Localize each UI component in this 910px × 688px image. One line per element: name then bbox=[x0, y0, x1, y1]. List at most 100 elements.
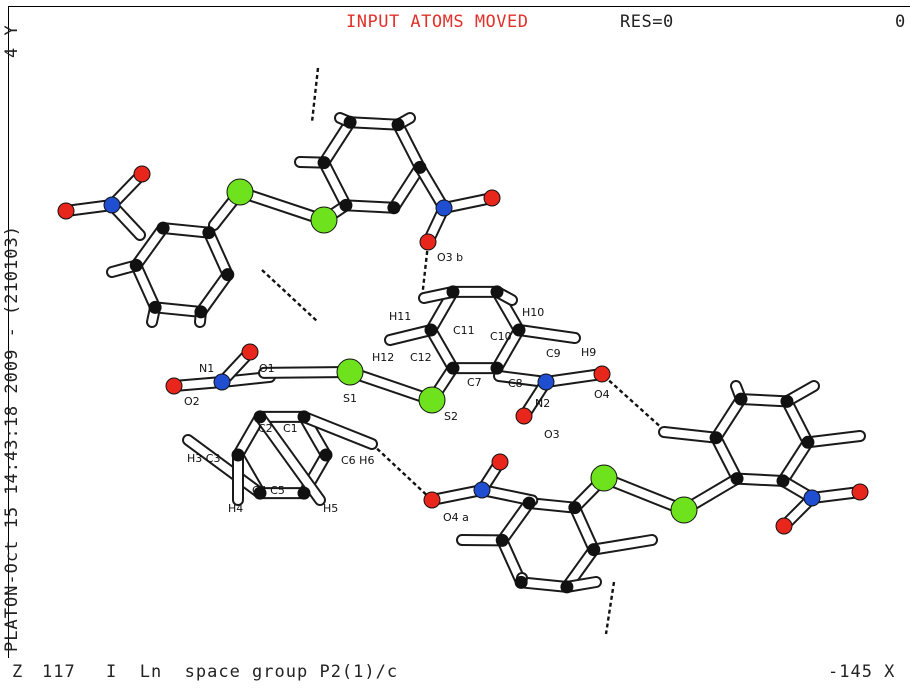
bond bbox=[478, 486, 537, 505]
carbon-atom[interactable] bbox=[387, 201, 401, 215]
atom-label: N1 bbox=[199, 362, 214, 375]
carbon-atom[interactable] bbox=[221, 268, 235, 282]
hbond-dash bbox=[310, 67, 320, 123]
carbon-atom[interactable] bbox=[560, 580, 574, 594]
atom-label: C1 bbox=[283, 422, 298, 435]
carbon-atom[interactable] bbox=[231, 448, 245, 462]
carbon-atom[interactable] bbox=[568, 501, 582, 515]
bond bbox=[517, 578, 571, 591]
carbon-atom[interactable] bbox=[253, 486, 267, 500]
nitrogen-atom[interactable] bbox=[803, 489, 821, 507]
atom-label: H4 bbox=[228, 502, 243, 515]
bond bbox=[427, 326, 457, 373]
carbon-atom[interactable] bbox=[780, 394, 794, 408]
carbon-atom[interactable] bbox=[413, 160, 427, 174]
sulfur-atom[interactable] bbox=[226, 178, 254, 206]
sulfur-atom[interactable] bbox=[590, 464, 618, 492]
bond bbox=[320, 158, 350, 210]
bond bbox=[570, 503, 598, 554]
carbon-atom[interactable] bbox=[297, 410, 311, 424]
atom-label: S1 bbox=[343, 392, 357, 405]
carbon-atom[interactable] bbox=[490, 285, 504, 299]
nitrogen-atom[interactable] bbox=[213, 373, 231, 391]
carbon-atom[interactable] bbox=[391, 118, 405, 132]
frame-left-line bbox=[8, 6, 9, 658]
sulfur-atom[interactable] bbox=[418, 386, 446, 414]
carbon-atom[interactable] bbox=[319, 448, 333, 462]
bond bbox=[782, 397, 812, 447]
carbon-atom[interactable] bbox=[587, 543, 601, 557]
oxygen-atom[interactable] bbox=[419, 233, 437, 251]
carbon-atom[interactable] bbox=[343, 115, 357, 129]
atom-label: C11 bbox=[453, 324, 475, 337]
carbon-atom[interactable] bbox=[730, 472, 744, 486]
carbon-atom[interactable] bbox=[776, 474, 790, 488]
carbon-atom[interactable] bbox=[734, 392, 748, 406]
carbon-atom[interactable] bbox=[194, 305, 208, 319]
carbon-atom[interactable] bbox=[495, 533, 509, 547]
oxygen-atom[interactable] bbox=[515, 407, 533, 425]
carbon-atom[interactable] bbox=[709, 431, 723, 445]
nitrogen-atom[interactable] bbox=[435, 199, 453, 217]
sulfur-atom[interactable] bbox=[670, 496, 698, 524]
carbon-atom[interactable] bbox=[514, 575, 528, 589]
carbon-atom[interactable] bbox=[490, 361, 504, 375]
hbond-dash bbox=[603, 375, 665, 431]
carbon-atom[interactable] bbox=[512, 323, 526, 337]
nitrogen-atom[interactable] bbox=[473, 481, 491, 499]
bond bbox=[256, 412, 324, 504]
bond bbox=[733, 474, 787, 485]
status-title: INPUT ATOMS MOVED bbox=[346, 12, 529, 32]
oxygen-atom[interactable] bbox=[241, 343, 259, 361]
oxygen-atom[interactable] bbox=[57, 202, 75, 220]
bond bbox=[712, 395, 746, 442]
bond bbox=[236, 188, 328, 224]
z-value: 117 bbox=[42, 662, 76, 682]
nitrogen-atom[interactable] bbox=[103, 196, 121, 214]
carbon-atom[interactable] bbox=[297, 486, 311, 500]
atom-label: O4 bbox=[594, 388, 610, 401]
carbon-atom[interactable] bbox=[317, 156, 331, 170]
carbon-atom[interactable] bbox=[253, 410, 267, 424]
carbon-atom[interactable] bbox=[424, 323, 438, 337]
carbon-atom[interactable] bbox=[339, 198, 353, 212]
carbon-atom[interactable] bbox=[801, 435, 815, 449]
carbon-atom[interactable] bbox=[129, 258, 143, 272]
oxygen-atom[interactable] bbox=[165, 377, 183, 395]
carbon-atom[interactable] bbox=[148, 300, 162, 314]
bond bbox=[346, 368, 436, 404]
sulfur-atom[interactable] bbox=[336, 358, 364, 386]
nitrogen-atom[interactable] bbox=[537, 373, 555, 391]
oxygen-atom[interactable] bbox=[133, 165, 151, 183]
atom-label: O4 a bbox=[443, 511, 469, 524]
atom-label: O3 b bbox=[437, 251, 463, 264]
bond bbox=[660, 428, 721, 442]
atom-layer bbox=[57, 115, 869, 594]
sulfur-atom[interactable] bbox=[310, 206, 338, 234]
bond bbox=[498, 499, 534, 545]
oxygen-atom[interactable] bbox=[491, 453, 509, 471]
bond bbox=[778, 438, 812, 485]
oxygen-atom[interactable] bbox=[423, 491, 441, 509]
oxygen-atom[interactable] bbox=[851, 483, 869, 501]
atom-label: H9 bbox=[581, 346, 596, 359]
carbon-atom[interactable] bbox=[156, 221, 170, 235]
carbon-atom[interactable] bbox=[522, 496, 536, 510]
carbon-atom[interactable] bbox=[202, 226, 216, 240]
bond bbox=[346, 118, 403, 129]
bond bbox=[234, 412, 264, 459]
bond bbox=[600, 474, 688, 514]
oxygen-atom[interactable] bbox=[593, 365, 611, 383]
oxygen-atom[interactable] bbox=[775, 517, 793, 535]
atom-label: H12 bbox=[372, 351, 394, 364]
bond bbox=[712, 433, 742, 483]
label-layer: N1 O1 O2 C2 C1 S1 H3 C3 C4 C5 H4 H5 C6 H… bbox=[184, 251, 610, 524]
corner-readout: 0 bbox=[895, 12, 906, 32]
carbon-atom[interactable] bbox=[446, 361, 460, 375]
oxygen-atom[interactable] bbox=[483, 189, 501, 207]
x-readout: -145 X bbox=[828, 662, 896, 682]
bond bbox=[151, 303, 205, 316]
carbon-atom[interactable] bbox=[446, 285, 460, 299]
bond bbox=[493, 326, 523, 373]
